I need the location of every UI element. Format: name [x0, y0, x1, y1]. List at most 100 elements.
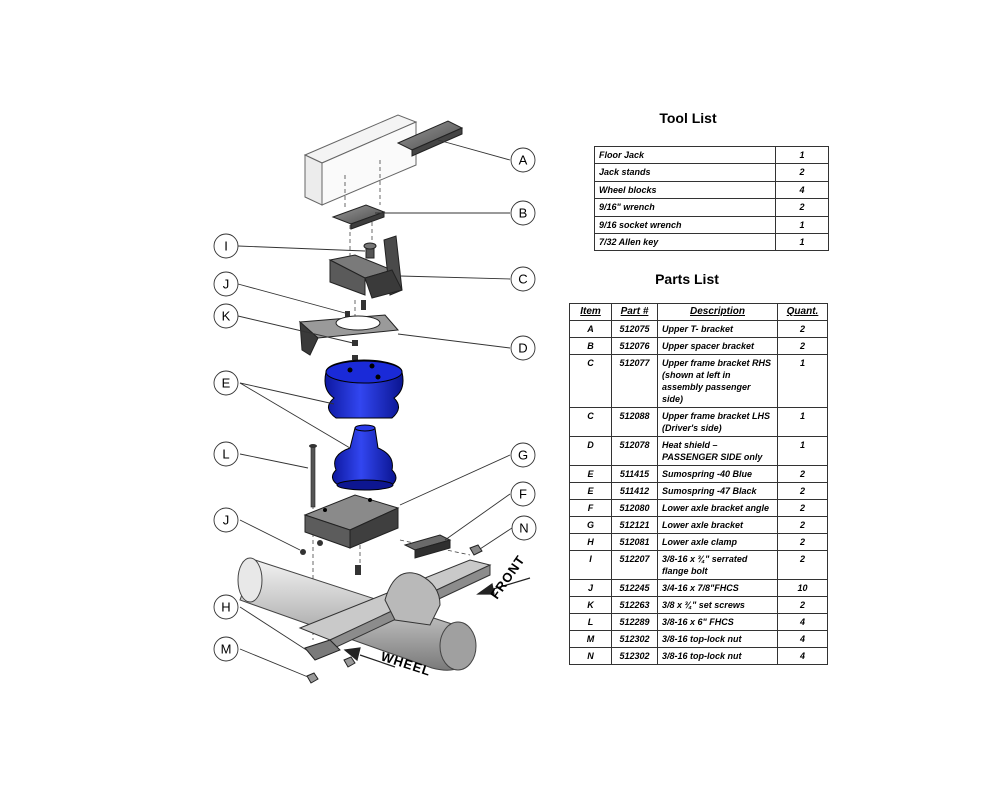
upper-t-bracket-part	[396, 120, 464, 157]
part-qty: 2	[777, 499, 828, 517]
front-arrow-line	[489, 577, 531, 591]
part-qty: 1	[777, 407, 828, 437]
front-arrow-head	[476, 582, 495, 595]
part-description: Sumospring -47 Black	[657, 482, 778, 500]
part-description: Upper frame bracket RHS (shown at left i…	[657, 354, 778, 408]
callout-k: K	[222, 309, 231, 324]
part-item: I	[569, 550, 612, 580]
part-description: Sumospring -40 Blue	[657, 465, 778, 483]
callout-m: M	[221, 642, 232, 657]
part-qty: 2	[777, 320, 828, 338]
part-number: 512302	[611, 647, 658, 665]
top-lock-nuts-m	[306, 656, 356, 684]
part-description: 3/8-16 x 6" FHCS	[657, 613, 778, 631]
part-description: 3/8-16 x ¾" serrated flange bolt	[657, 550, 778, 580]
part-item: N	[569, 647, 612, 665]
part-number: 511412	[611, 482, 658, 500]
upper-spacer-bracket-part	[331, 204, 386, 230]
parts-list-title: Parts List	[655, 271, 719, 287]
part-item: J	[569, 579, 612, 597]
lower-axle-bracket-part	[303, 494, 400, 549]
upper-frame-bracket-part	[328, 235, 403, 299]
callout-c: C	[518, 272, 527, 287]
tool-qty: 4	[775, 180, 829, 200]
tool-qty: 1	[775, 232, 829, 252]
part-item: C	[569, 354, 612, 408]
part-qty: 2	[777, 465, 828, 483]
leader-lines	[237, 139, 513, 678]
part-qty: 2	[777, 596, 828, 614]
header-quantity: Quant.	[777, 303, 828, 321]
part-qty: 2	[777, 337, 828, 355]
part-number: 512207	[611, 550, 658, 580]
tool-qty: 1	[775, 215, 829, 234]
part-number: 512076	[611, 337, 658, 355]
callout-circles	[213, 147, 537, 662]
part-qty: 4	[777, 613, 828, 631]
part-number: 512263	[611, 596, 658, 614]
tool-name: Wheel blocks	[594, 180, 776, 200]
part-item: G	[569, 516, 612, 534]
lower-axle-bracket-angle-part	[403, 534, 452, 559]
part-description: Lower axle clamp	[657, 533, 778, 551]
tool-list-title: Tool List	[659, 110, 717, 126]
callout-j-lower: J	[223, 513, 230, 528]
tool-name: 7/32 Allen key	[594, 232, 776, 252]
callout-d: D	[518, 341, 527, 356]
part-item: H	[569, 533, 612, 551]
callout-e: E	[222, 376, 231, 391]
part-description: Lower axle bracket	[657, 516, 778, 534]
callout-l: L	[222, 447, 229, 462]
part-number: 512078	[611, 436, 658, 466]
part-item: C	[569, 407, 612, 437]
front-direction-label: FRONT	[487, 552, 528, 601]
part-qty: 4	[777, 630, 828, 648]
countersunk-screws	[300, 540, 323, 555]
part-number: 512081	[611, 533, 658, 551]
part-number: 512088	[611, 407, 658, 437]
callout-g: G	[518, 448, 528, 463]
part-qty: 2	[777, 533, 828, 551]
small-bolts	[345, 300, 366, 575]
part-qty: 4	[777, 647, 828, 665]
callout-h: H	[221, 600, 230, 615]
flange-bolt-part	[363, 242, 377, 259]
part-item: L	[569, 613, 612, 631]
part-item: M	[569, 630, 612, 648]
part-description: 3/8-16 top-lock nut	[657, 630, 778, 648]
callout-i: I	[224, 239, 228, 254]
part-qty: 10	[777, 579, 828, 597]
table-header-row: Item Part # Description Quant.	[569, 303, 828, 321]
part-item: A	[569, 320, 612, 338]
part-qty: 2	[777, 550, 828, 580]
tool-name: Jack stands	[594, 163, 776, 182]
tool-qty: 1	[775, 145, 829, 165]
part-number: 512075	[611, 320, 658, 338]
heat-shield-part	[298, 314, 400, 356]
part-description: Heat shield – PASSENGER SIDE only	[657, 436, 778, 466]
part-description: Upper spacer bracket	[657, 337, 778, 355]
exploded-assembly-diagram: FRONT WHEEL A B I C J K D E L G F J N H …	[213, 114, 537, 684]
tool-name: 9/16" wrench	[594, 198, 776, 217]
callout-f: F	[519, 487, 527, 502]
header-item: Item	[569, 303, 612, 321]
part-qty: 2	[777, 482, 828, 500]
header-description: Description	[657, 303, 778, 321]
